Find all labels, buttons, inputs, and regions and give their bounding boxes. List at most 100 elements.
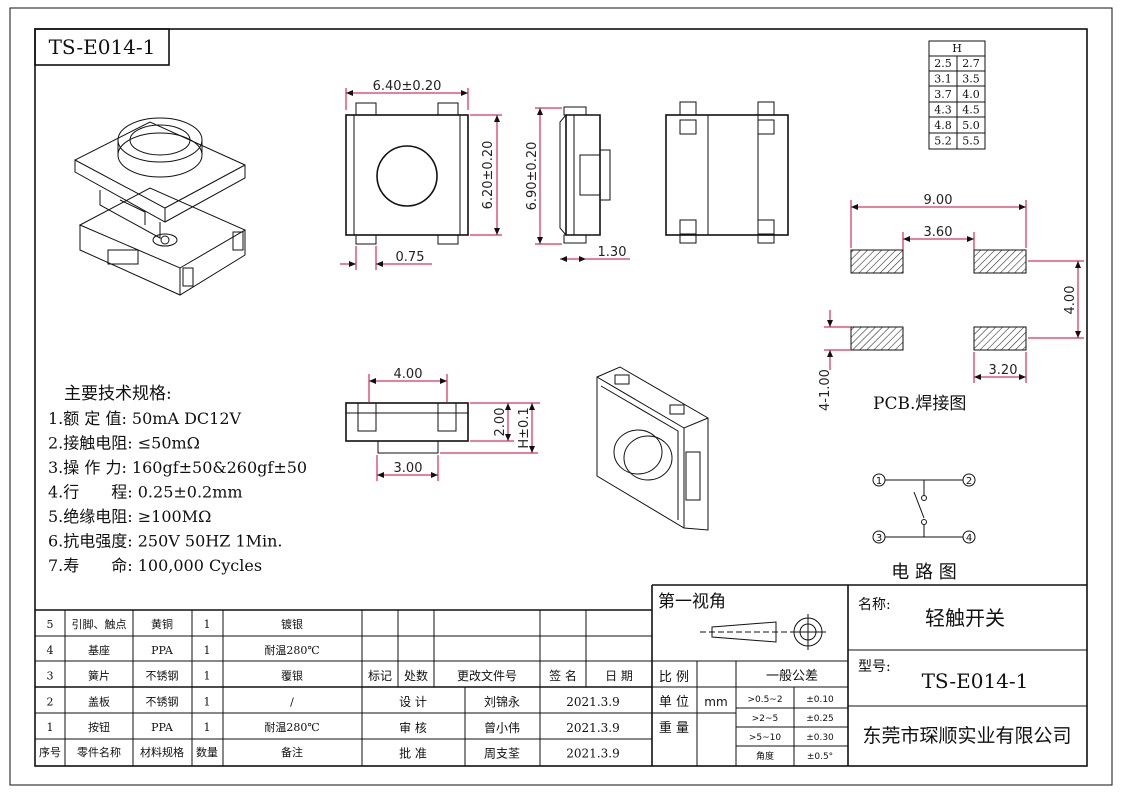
- circuit-node-3: 3: [876, 533, 882, 544]
- bom-cell: 黄铜: [151, 617, 173, 631]
- circuit-node-4: 4: [966, 533, 972, 544]
- spec-item: 7.寿 命: 100,000 Cycles: [48, 556, 262, 575]
- top-view: 6.40±0.20 6.20±0.20 0.75: [340, 79, 502, 270]
- bom-cell: 3: [47, 670, 54, 683]
- projection-label: 第一视角: [658, 592, 726, 612]
- outer-border: [9, 7, 1113, 786]
- sign-name: 曾小伟: [484, 721, 520, 735]
- sign-role: 审 核: [399, 720, 427, 735]
- spec-item: 5.绝缘电阻: ≥100MΩ: [48, 507, 211, 526]
- tolerance-value: ±0.25: [806, 714, 834, 724]
- title-tag: TS-E014-1: [34, 28, 170, 66]
- circuit-node-2: 2: [966, 476, 972, 487]
- h-table-cell: 4.3: [934, 104, 952, 117]
- dim-pcb-pad-h: 1.00: [818, 369, 833, 398]
- title-tag-text: TS-E014-1: [49, 35, 156, 59]
- pcb-pad: [850, 249, 904, 274]
- sign-name: 刘锦永: [484, 695, 520, 709]
- circuit-caption: 电 路 图: [891, 562, 956, 583]
- model-label: 型号:: [858, 659, 891, 675]
- revision-header: 标记: [368, 669, 392, 683]
- inner-border: [34, 28, 1088, 767]
- isometric-view-2: [596, 366, 709, 531]
- circuit-node-1: 1: [876, 476, 882, 487]
- pcb-pad: [850, 326, 904, 351]
- dim-bottom-h: 2.00: [493, 408, 508, 437]
- specs-heading: 主要技术规格:: [64, 384, 172, 404]
- dim-top-height: 6.20±0.20: [481, 141, 496, 210]
- model-value: TS-E014-1: [922, 669, 1029, 693]
- bom-header: 材料规格: [140, 745, 184, 759]
- name-value: 轻触开关: [925, 606, 1005, 630]
- bom-cell: 盖板: [88, 694, 110, 708]
- bom-cell: 不锈钢: [146, 670, 179, 683]
- dim-bottom-pin: 3.00: [394, 461, 423, 476]
- tolerance-range: >5~10: [749, 733, 782, 743]
- bom-cell: 基座: [88, 643, 110, 657]
- h-table-cell: 4.5: [962, 104, 980, 117]
- sign-date: 2021.3.9: [566, 695, 619, 709]
- bom-header: 序号: [39, 745, 61, 759]
- dim-bottom-H: H±0.1: [517, 407, 532, 448]
- dim-pcb-gap: 3.60: [924, 225, 953, 240]
- dim-side-height: 6.90±0.20: [525, 142, 540, 211]
- bom-cell: 簧片: [88, 669, 110, 683]
- bom-cell: 1: [204, 721, 211, 734]
- revision-header: 签 名: [549, 668, 577, 683]
- tolerance-value: ±0.5°: [807, 752, 833, 762]
- revision-header: 处数: [404, 668, 428, 683]
- bom-cell: 覆银: [281, 669, 303, 683]
- sign-date: 2021.3.9: [566, 747, 619, 761]
- bottom-view: 4.00 3.00 2.00 H±0.1: [345, 367, 540, 481]
- pcb-caption: PCB.焊接图: [873, 394, 966, 414]
- circuit-diagram: [872, 473, 976, 544]
- bom-cell: /: [290, 695, 294, 708]
- spec-item: 3.操 作 力: 160gf±50&260gf±50: [48, 458, 307, 477]
- h-table-cell: 4.0: [962, 88, 980, 101]
- dim-pcb-pad-w: 3.20: [989, 363, 1018, 378]
- bom-cell: 5: [47, 618, 54, 631]
- h-table-cell: 5.2: [934, 135, 952, 148]
- bom-cell: PPA: [151, 721, 174, 734]
- bom-cell: 引脚、触点: [72, 617, 127, 631]
- dim-side-width: 1.30: [598, 245, 627, 260]
- unit-value: mm: [704, 695, 727, 709]
- h-table-cell: 3.1: [934, 73, 952, 86]
- company-name: 东莞市琛顺实业有限公司: [862, 725, 1071, 747]
- dim-pcb-total: 9.00: [924, 193, 953, 208]
- sign-name: 周支荃: [484, 747, 520, 761]
- dim-bottom-span: 4.00: [394, 367, 423, 382]
- revision-header: 日 期: [605, 669, 633, 683]
- spec-item: 4.行 程: 0.25±0.2mm: [48, 483, 243, 502]
- h-table-cell: 5.5: [962, 135, 980, 148]
- bom-cell: 按钮: [88, 720, 110, 734]
- name-label: 名称:: [858, 597, 891, 613]
- tolerance-value: ±0.10: [806, 695, 834, 705]
- dim-top-width: 6.40±0.20: [373, 79, 442, 94]
- bom-header: 零件名称: [77, 745, 121, 759]
- bom-cell: 1: [204, 618, 211, 631]
- bom-header: 数量: [196, 746, 218, 759]
- bom-header: 备注: [281, 745, 303, 759]
- h-table-cell: 3.5: [962, 73, 980, 86]
- bom-cell: PPA: [151, 644, 174, 657]
- bom-cell: 1: [204, 695, 211, 708]
- bom-cell: 耐温280℃: [264, 644, 319, 657]
- bom-cell: 镀银: [281, 617, 303, 631]
- bom-cell: 1: [204, 644, 211, 657]
- sign-date: 2021.3.9: [566, 721, 619, 735]
- tolerance-range: >2~5: [752, 714, 779, 724]
- spec-item: 1.额 定 值: 50mA DC12V: [48, 409, 242, 428]
- bom-cell: 耐温280℃: [264, 721, 319, 734]
- h-table-cell: 2.7: [962, 57, 980, 70]
- h-table-cell: 5.0: [962, 119, 980, 132]
- weight-label: 重 量: [659, 720, 689, 736]
- back-view: [665, 101, 789, 244]
- unit-label: 单 位: [659, 695, 689, 710]
